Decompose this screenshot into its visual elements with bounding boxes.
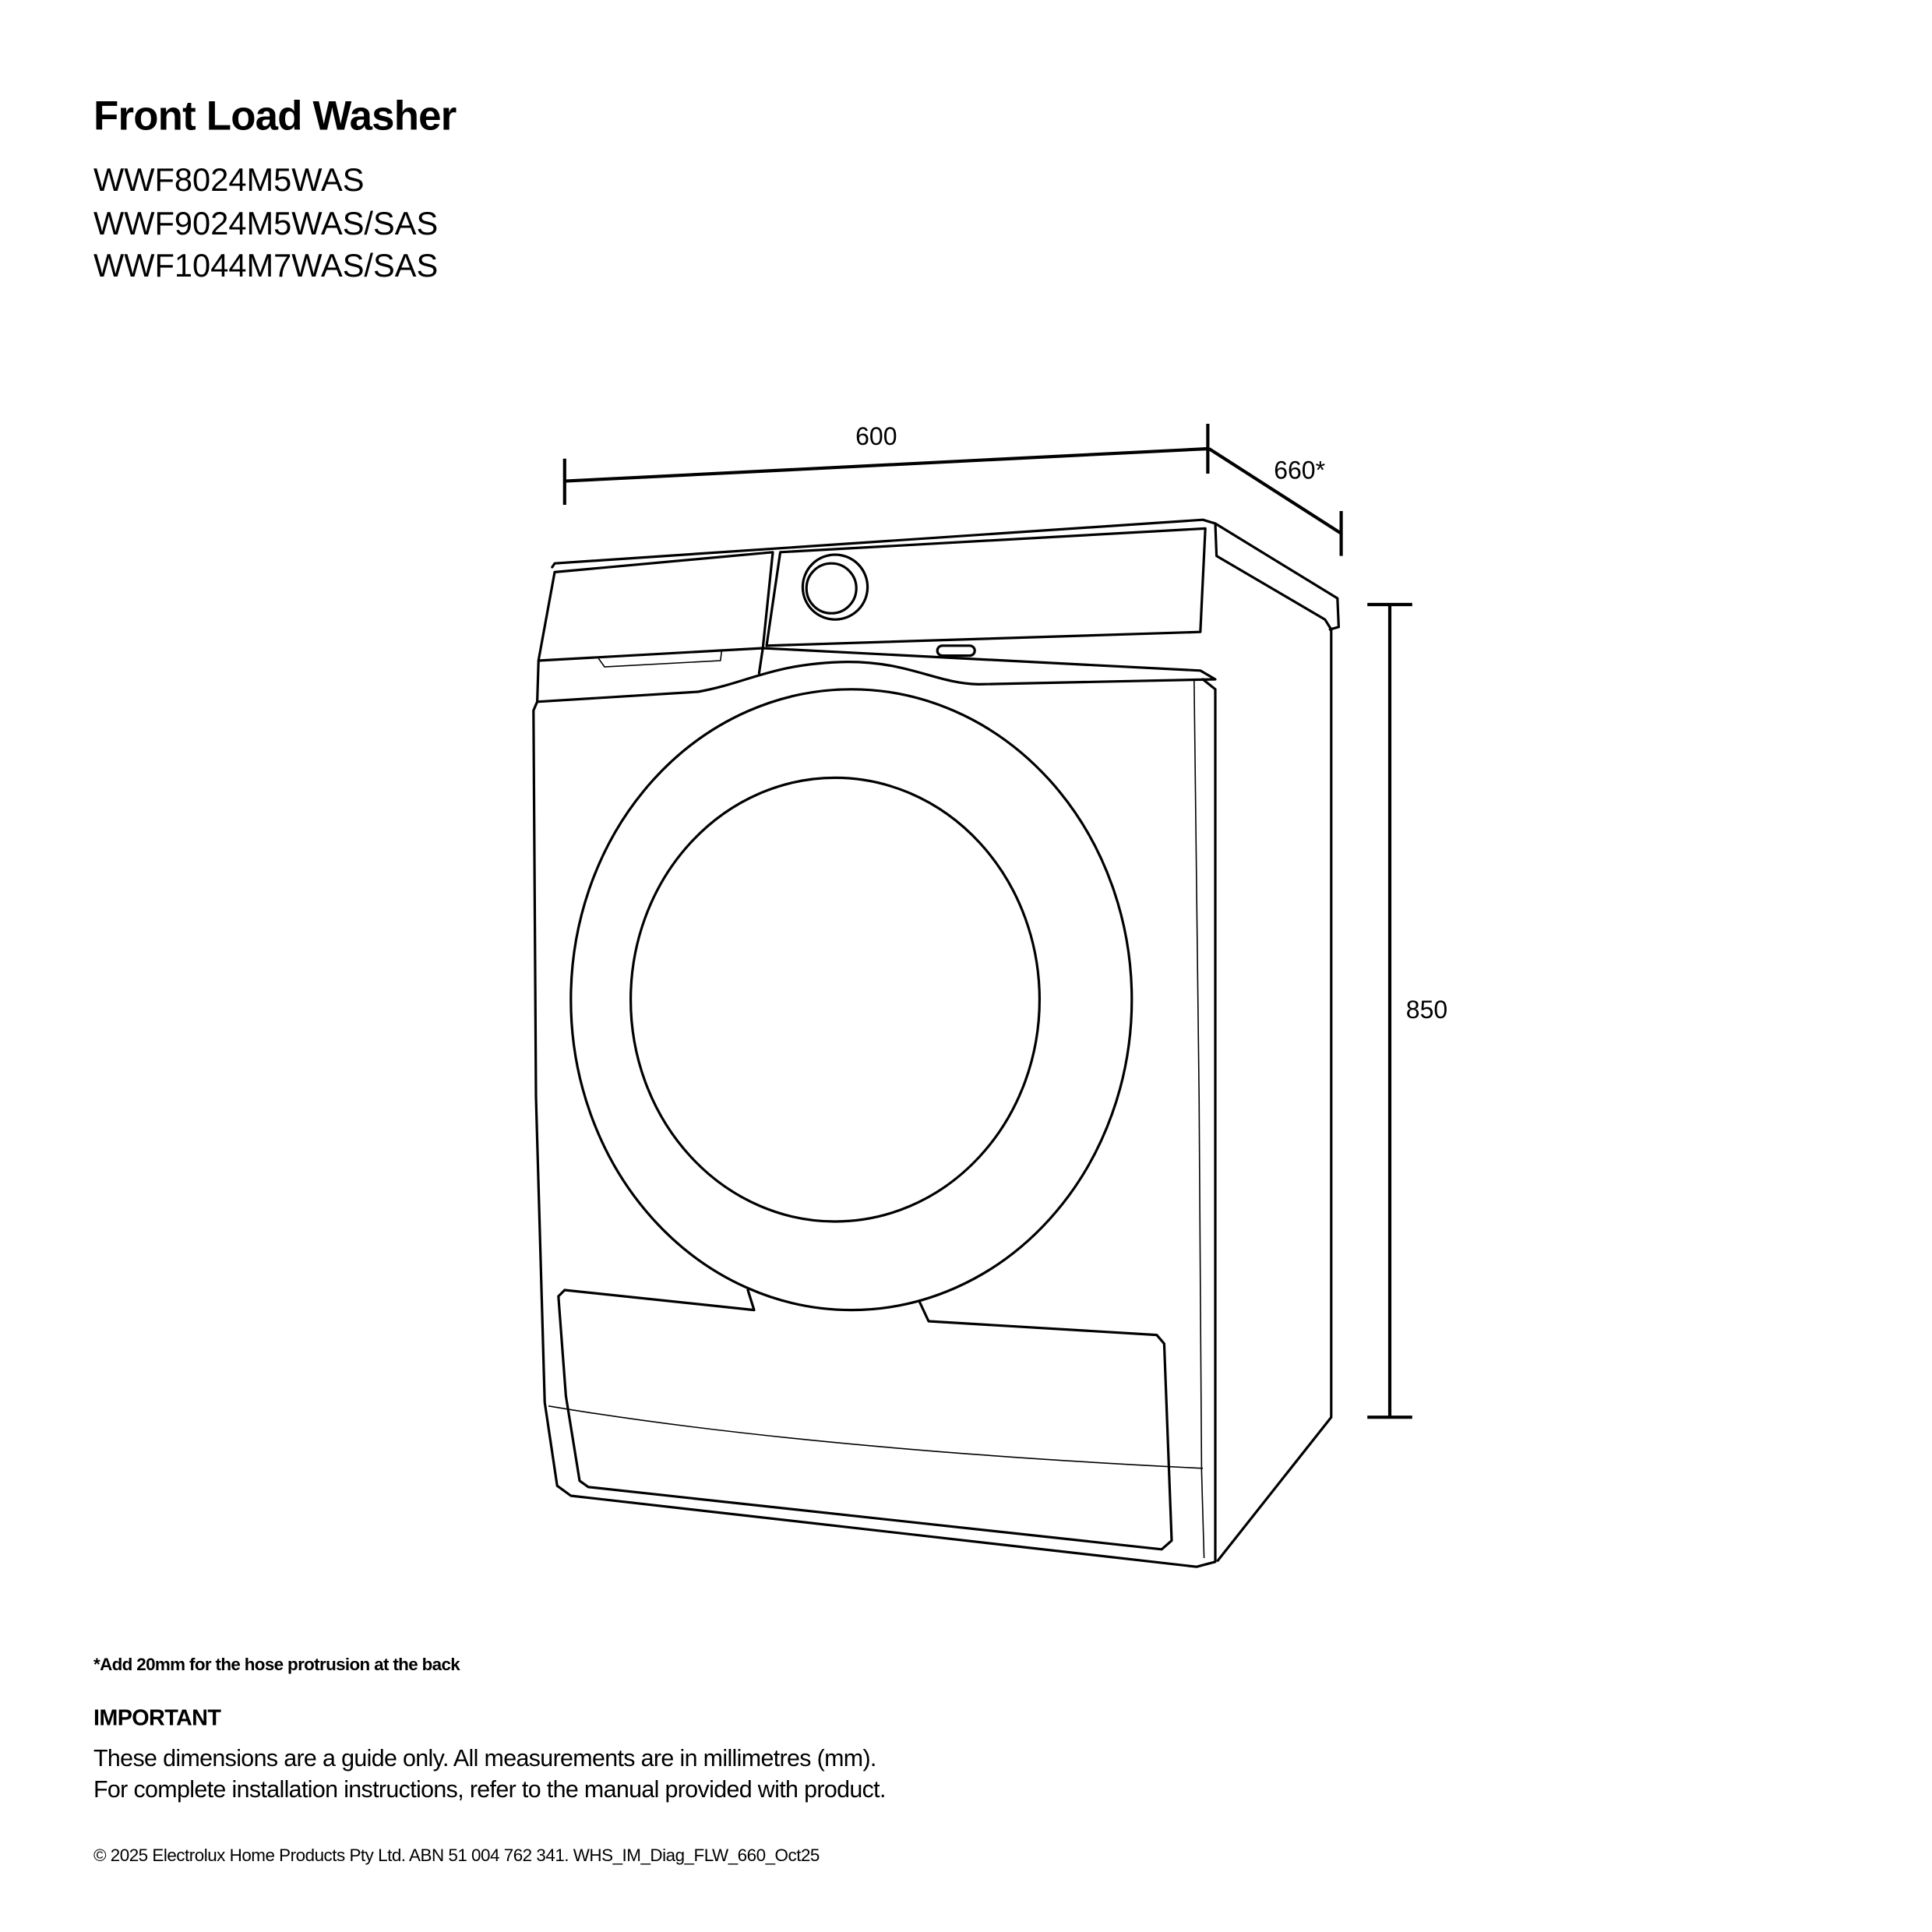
height-label: 850 [1406,996,1447,1024]
depth-label: 660* [1274,456,1325,484]
width-dimension: 600 [562,422,1210,505]
page-title: Front Load Washer [93,93,457,139]
width-label: 600 [855,422,897,450]
important-text: For complete installation instructions, … [93,1776,886,1803]
height-dimension: 850 [1367,602,1447,1419]
important-heading: IMPORTANT [93,1705,221,1730]
depth-dimension: 660* [1208,447,1343,556]
important-text: These dimensions are a guide only. All m… [93,1745,876,1772]
model-number: WWF8024M5WAS [93,161,364,198]
model-number: WWF9024M5WAS/SAS [93,205,438,242]
copyright-footer: © 2025 Electrolux Home Products Pty Ltd.… [93,1846,820,1865]
model-number: WWF1044M7WAS/SAS [93,247,438,284]
hose-note: *Add 20mm for the hose protrusion at the… [93,1655,460,1674]
washer-illustration [532,518,1340,1568]
